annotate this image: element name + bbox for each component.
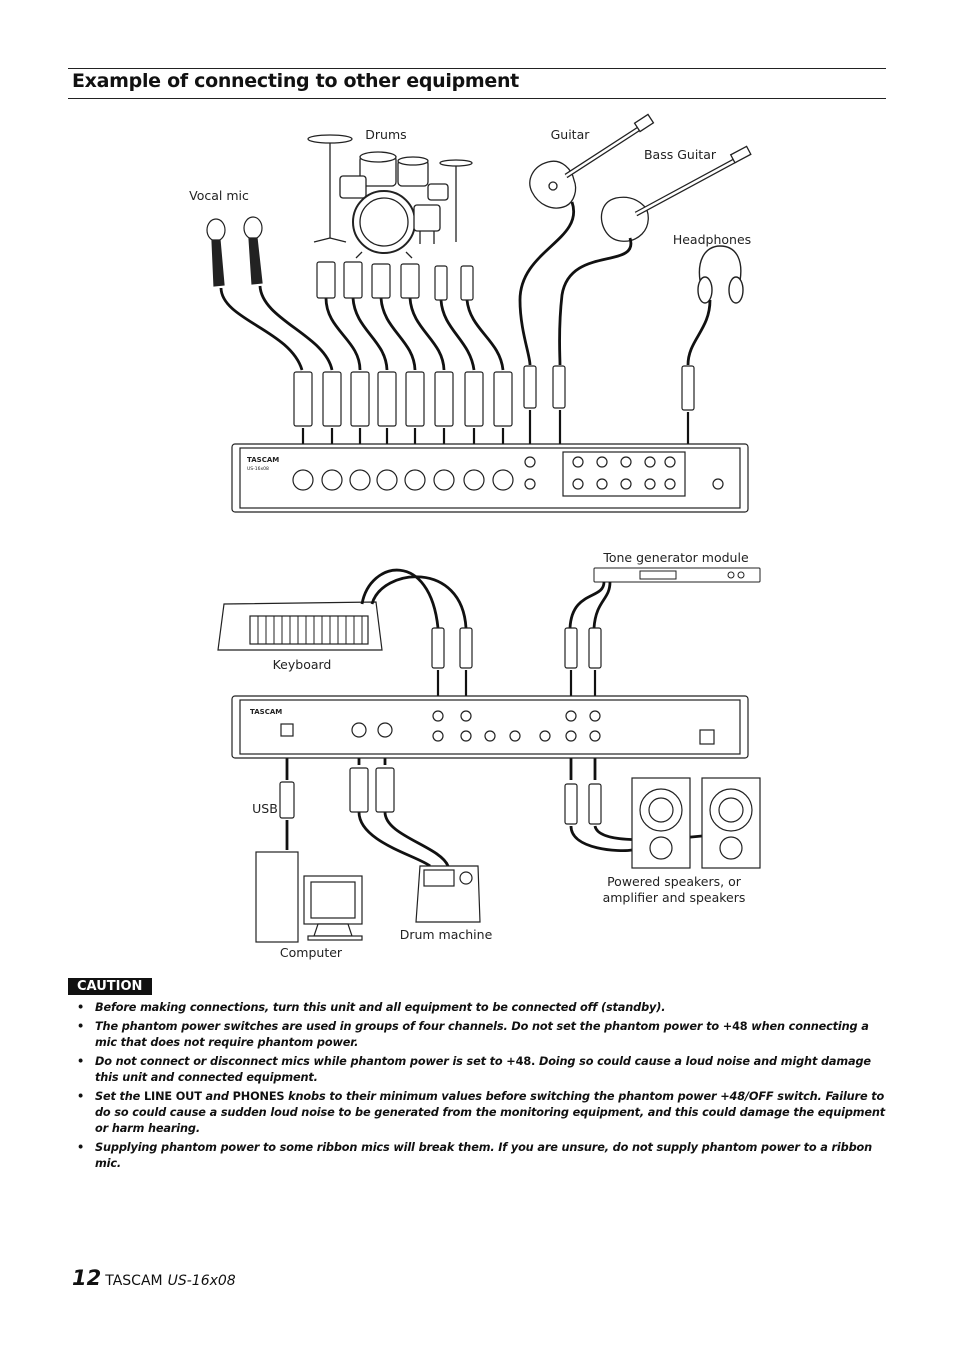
label-tone-generator: Tone generator module xyxy=(602,550,749,565)
label-drums: Drums xyxy=(365,127,406,142)
footer-model: US-16x08 xyxy=(167,1273,236,1289)
caution-item: •The phantom power switches are used in … xyxy=(77,1020,869,1049)
input-cables xyxy=(219,201,712,371)
powered-speakers-illustration xyxy=(631,777,761,869)
bullet-dot: • xyxy=(77,1141,85,1154)
rear-plugs xyxy=(279,627,602,825)
label-usb: USB xyxy=(252,801,278,816)
vocal-mics-illustration xyxy=(206,216,263,287)
tone-generator-illustration xyxy=(593,567,761,583)
caution-item: •Do not connect or disconnect mics while… xyxy=(77,1055,871,1084)
xlr-plugs xyxy=(293,371,513,427)
caution-label: CAUTION xyxy=(68,978,153,995)
caution-item: •Supplying phantom power to some ribbon … xyxy=(77,1141,873,1170)
guitar-illustration xyxy=(529,113,655,209)
label-bass-guitar: Bass Guitar xyxy=(644,147,717,162)
section-title: Example of connecting to other equipment xyxy=(72,70,519,92)
label-drum-machine: Drum machine xyxy=(400,927,493,942)
label-guitar: Guitar xyxy=(551,127,591,142)
us16x08-rear-panel: TASCAM xyxy=(231,695,749,759)
bullet-dot: • xyxy=(77,1020,85,1033)
drum-kit-illustration xyxy=(307,134,473,259)
drum-machine-illustration xyxy=(415,865,481,923)
rear-panel-brand: TASCAM xyxy=(250,708,282,716)
bullet-dot: • xyxy=(77,1055,85,1068)
label-speakers-line2: amplifier and speakers xyxy=(603,890,746,905)
label-vocal-mic: Vocal mic xyxy=(189,188,249,203)
headphones-illustration xyxy=(697,245,744,304)
caution-list: •Before making connections, turn this un… xyxy=(68,1000,888,1175)
bullet-dot: • xyxy=(77,1090,85,1103)
computer-illustration xyxy=(255,851,363,943)
title-rule-top xyxy=(68,68,886,69)
label-keyboard: Keyboard xyxy=(273,657,332,672)
bullet-dot: • xyxy=(77,1001,85,1014)
caution-item: •Set the LINE OUT and PHONES knobs to th… xyxy=(77,1090,886,1135)
footer-brand: TASCAM xyxy=(105,1273,163,1289)
caution-item: •Before making connections, turn this un… xyxy=(77,1001,666,1014)
page-number: 12 xyxy=(72,1266,102,1290)
label-computer: Computer xyxy=(280,945,343,960)
label-headphones: Headphones xyxy=(673,232,751,247)
connection-diagram: TASCAM US-16x08 xyxy=(189,113,761,960)
title-rule-bottom xyxy=(68,98,886,99)
front-panel-model: US-16x08 xyxy=(247,466,269,472)
drum-mic-connectors xyxy=(316,261,474,301)
phone-plugs xyxy=(523,365,695,411)
label-speakers-line1: Powered speakers, or xyxy=(607,874,742,889)
front-panel-brand: TASCAM xyxy=(247,456,279,464)
keyboard-illustration xyxy=(217,601,383,651)
bass-guitar-illustration xyxy=(600,145,752,242)
us16x08-front-panel: TASCAM US-16x08 xyxy=(231,443,749,513)
